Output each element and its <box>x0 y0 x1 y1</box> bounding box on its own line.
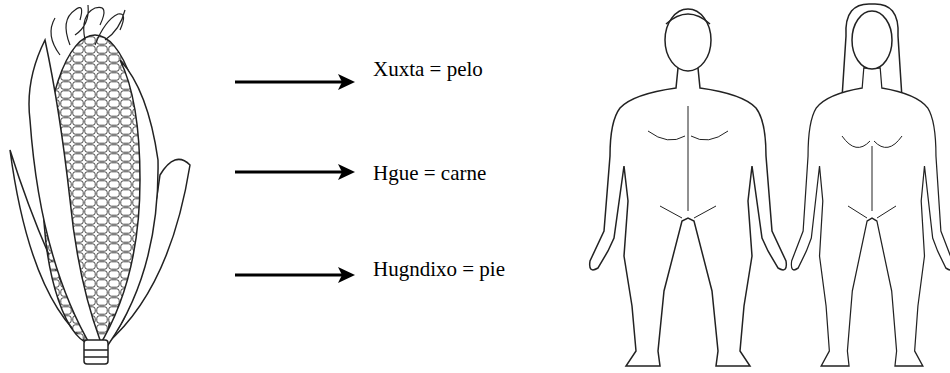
corn-illustration <box>10 5 190 364</box>
arrow <box>235 74 355 283</box>
male-figure <box>590 9 787 366</box>
term-label: Xuxta = pelo <box>373 57 483 82</box>
term-label: Hugndixo = pie <box>373 257 505 282</box>
term-label: Hgue = carne <box>373 161 486 186</box>
female-figure <box>791 4 950 366</box>
